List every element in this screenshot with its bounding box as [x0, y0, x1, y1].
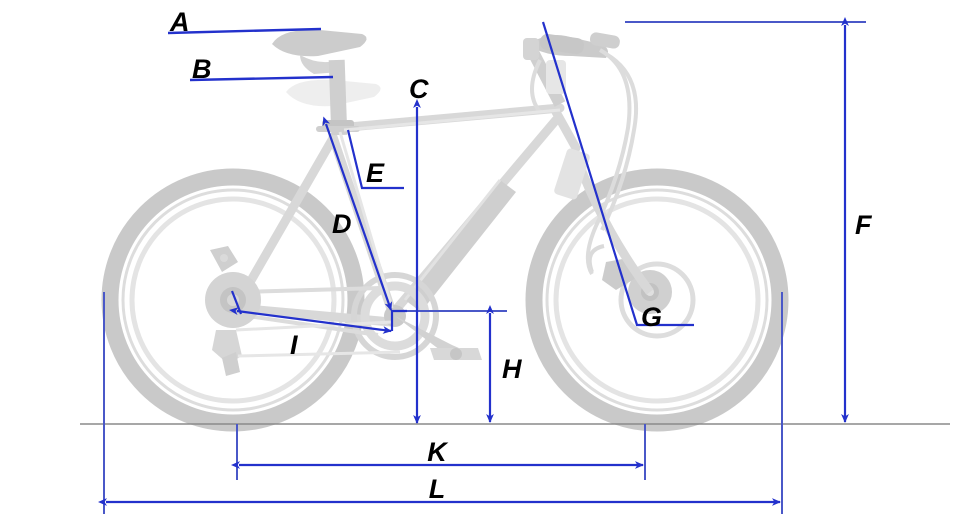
label-F: F — [855, 210, 873, 240]
b-leader-line — [189, 75, 334, 82]
i-dimension-arrow — [229, 307, 392, 334]
label-A: A — [169, 7, 190, 37]
label-B: B — [192, 54, 212, 84]
label-I: I — [290, 330, 298, 360]
label-C: C — [409, 74, 429, 104]
label-G: G — [641, 302, 662, 332]
g-leader-line — [541, 21, 694, 327]
label-L: L — [429, 474, 446, 504]
extension-lines — [103, 21, 866, 514]
bicycle-silhouette — [101, 29, 789, 432]
dimension-arrows — [98, 17, 849, 506]
display-icon — [546, 60, 566, 94]
bb-step-line — [390, 309, 407, 331]
label-K: K — [427, 437, 449, 467]
battery-pack — [403, 179, 516, 312]
e-leader-line — [346, 129, 404, 190]
i-rear-tick — [230, 290, 243, 315]
saddle-icon — [272, 29, 367, 74]
dimension-labels: A B C D E F G H I K L — [169, 7, 873, 504]
fork-crown — [554, 148, 590, 200]
a-leader-line — [167, 27, 322, 35]
front-wheel-icon — [525, 168, 789, 432]
d-dimension-arrow — [322, 116, 393, 311]
label-E: E — [366, 158, 385, 188]
cables — [530, 48, 639, 276]
label-D: D — [332, 209, 352, 239]
label-H: H — [502, 354, 522, 384]
